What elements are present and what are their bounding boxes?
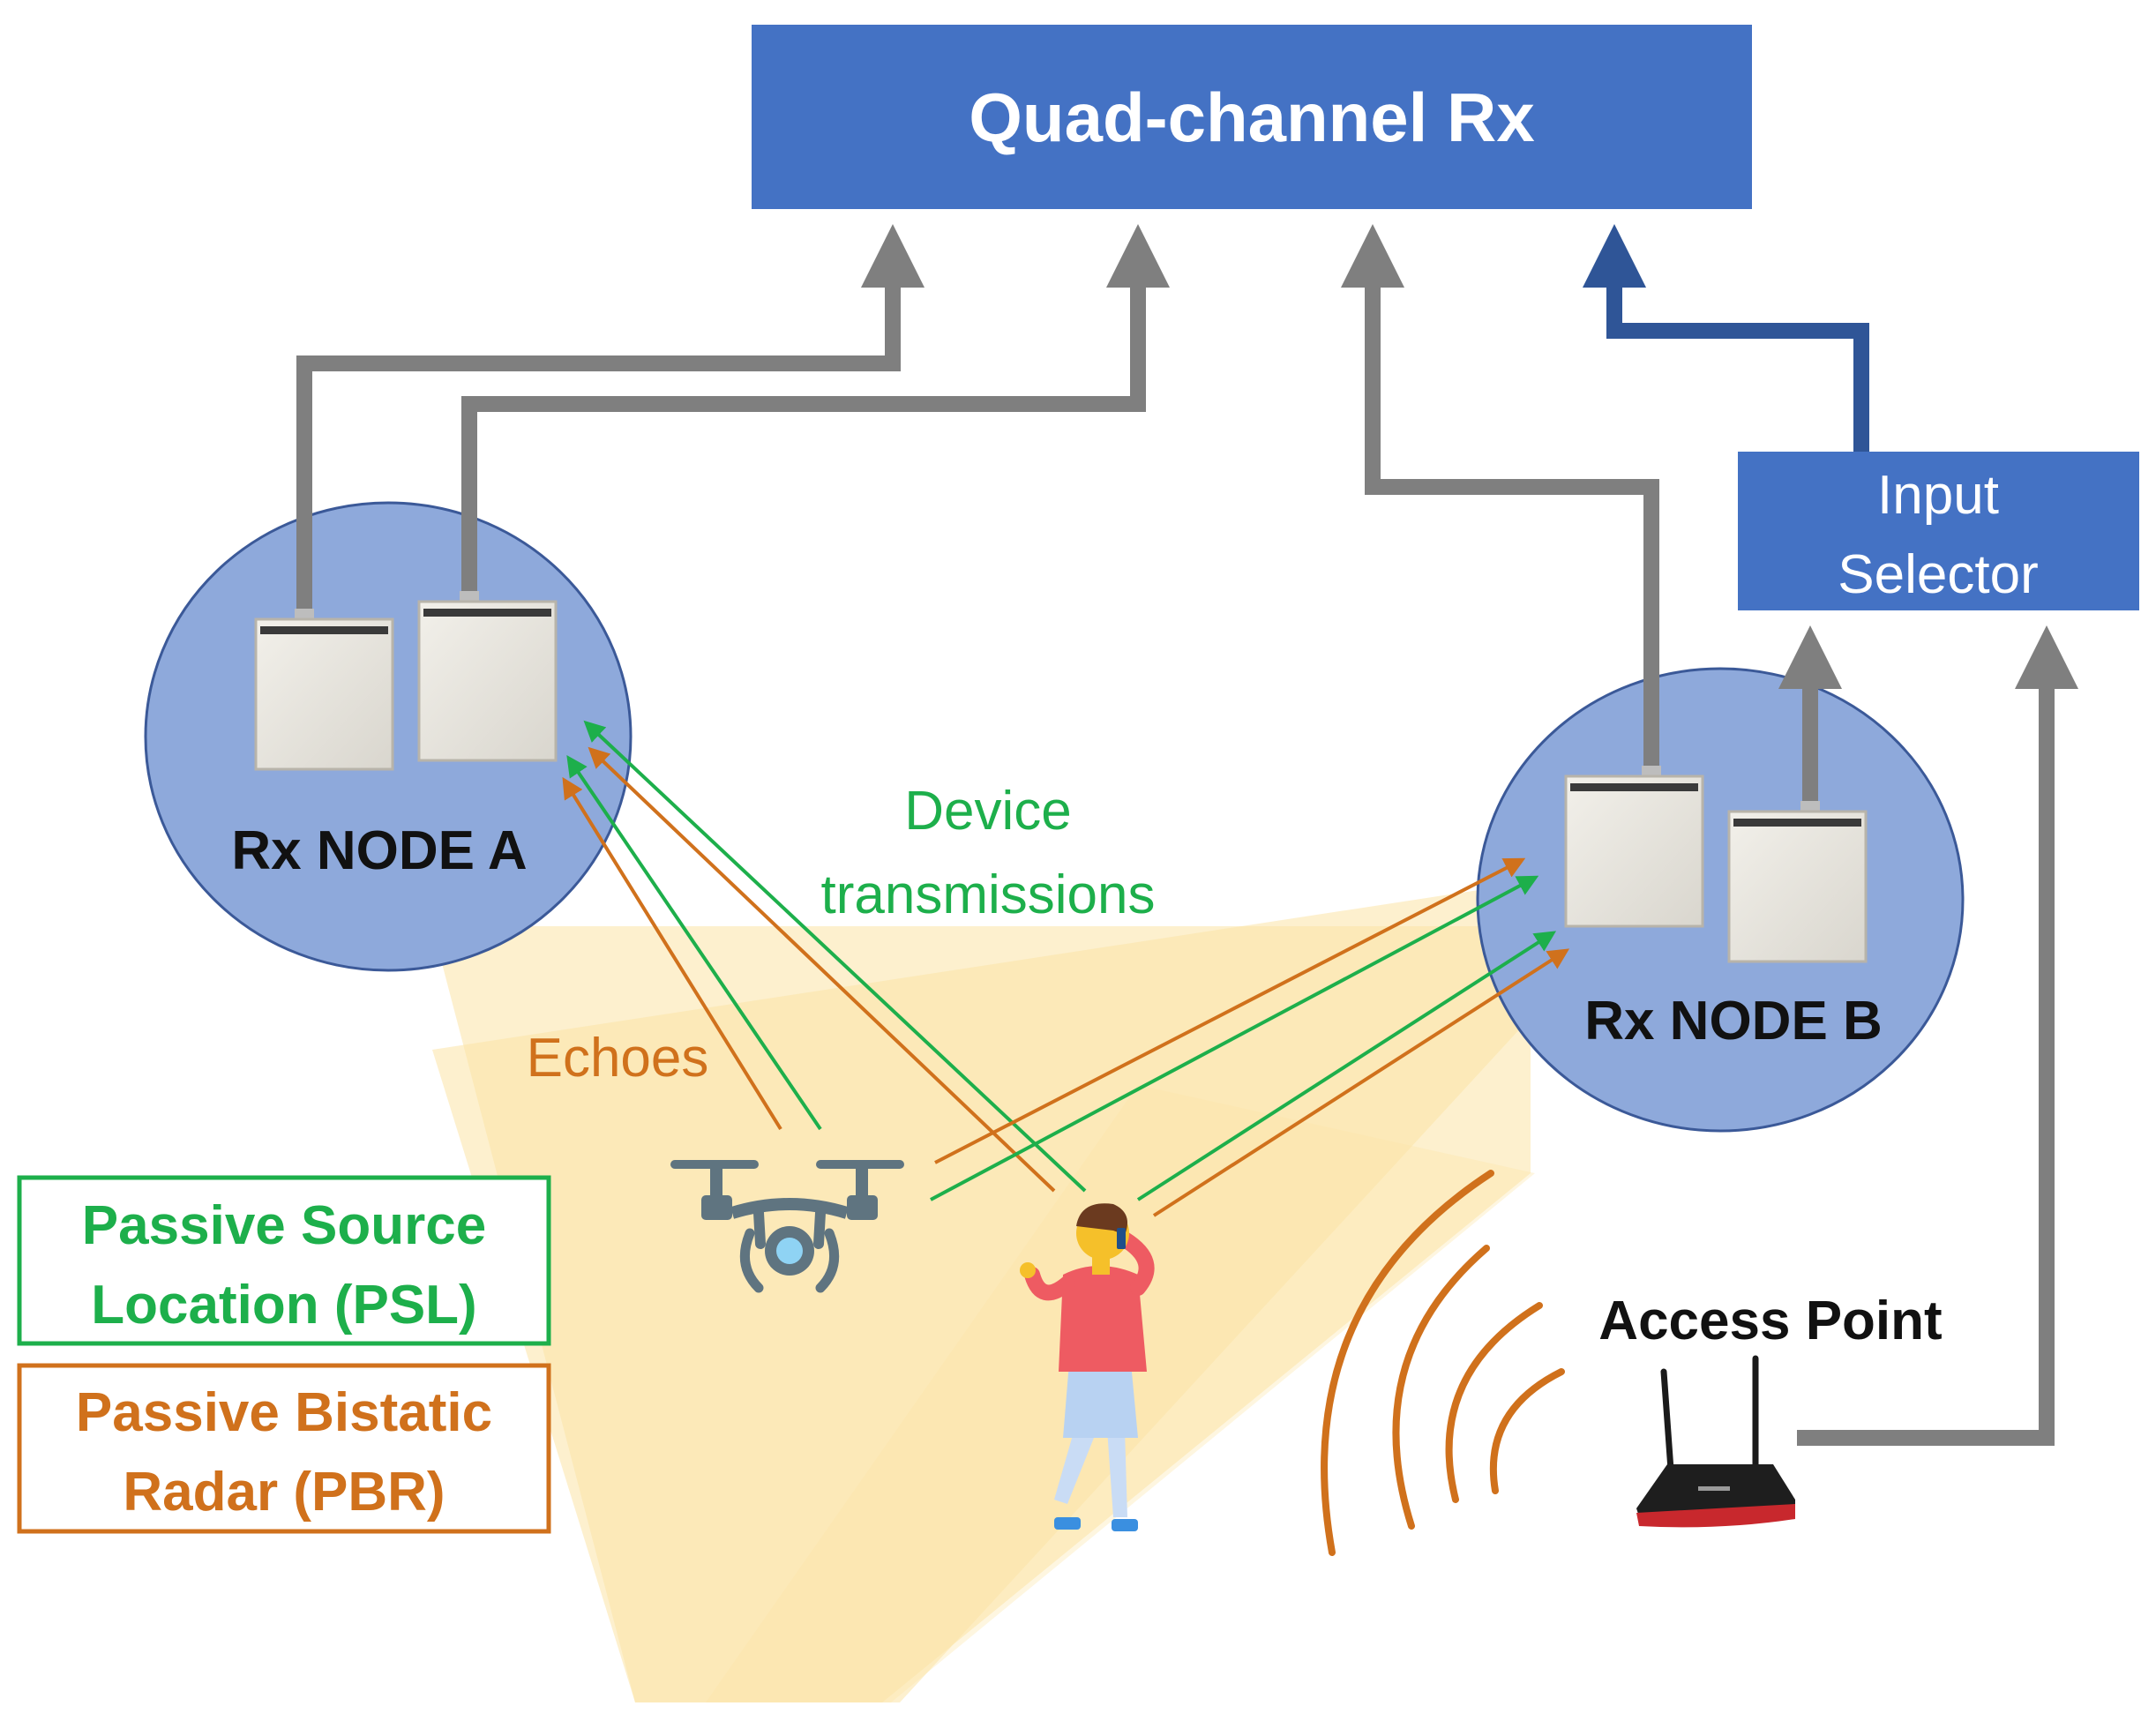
coverage-beams xyxy=(432,882,1614,1702)
signal-waves-icon xyxy=(1321,1170,1565,1556)
person-phone-icon xyxy=(1020,1203,1155,1531)
legend-psl-line2: Location (PSL) xyxy=(91,1275,476,1336)
pbr-drone-to-b xyxy=(934,857,1526,1164)
pbr-person-to-a xyxy=(588,746,1056,1193)
psl-person-to-b xyxy=(1136,931,1557,1201)
quad-channel-rx-box: Quad-channel Rx xyxy=(752,25,1752,209)
beam-node-b xyxy=(432,882,1531,1702)
legend-pbr: Passive Bistatic Radar (PBR) xyxy=(17,1363,551,1534)
antenna-a1 xyxy=(254,609,394,771)
psl-drone-to-a xyxy=(566,755,822,1131)
link-a2 xyxy=(461,224,1170,595)
legend-pbr-line2: Radar (PBR) xyxy=(123,1462,445,1523)
drone-icon xyxy=(670,1160,904,1293)
input-selector-box: Input Selector xyxy=(1738,452,2139,610)
psl-person-to-a xyxy=(583,720,1087,1193)
antenna-b2 xyxy=(1727,801,1868,963)
rx-node-b-circle xyxy=(1476,667,1965,1133)
link-a1 xyxy=(296,224,925,613)
legend-psl: Passive Source Location (PSL) xyxy=(17,1175,551,1346)
link-selector-to-rx xyxy=(1583,224,1869,452)
antenna-a2 xyxy=(417,591,558,762)
router-icon xyxy=(1636,1355,1795,1528)
quad-channel-rx-title: Quad-channel Rx xyxy=(969,79,1534,156)
signal-arrows xyxy=(562,720,1570,1217)
input-selector-line1: Input xyxy=(1877,465,1999,526)
link-ap xyxy=(1797,625,2078,1446)
legend-pbr-line1: Passive Bistatic xyxy=(76,1382,492,1443)
pbr-person-to-b xyxy=(1152,948,1570,1217)
rx-node-b-label: Rx NODE B xyxy=(1584,991,1883,1051)
access-point-label: Access Point xyxy=(1598,1291,1942,1351)
input-selector-line2: Selector xyxy=(1838,544,2038,605)
legend-psl-line1: Passive Source xyxy=(82,1195,486,1256)
pbr-drone-to-a xyxy=(562,776,782,1131)
antenna-b1 xyxy=(1564,766,1704,928)
device-transmissions-line2: transmissions xyxy=(821,864,1156,925)
device-transmissions-line1: Device xyxy=(904,781,1072,842)
rx-node-a-label: Rx NODE A xyxy=(231,820,527,881)
antenna-links xyxy=(296,224,2078,1446)
link-b1 xyxy=(1341,224,1659,767)
antenna-panel-icon xyxy=(254,591,1868,963)
echoes-label: Echoes xyxy=(527,1028,709,1089)
psl-drone-to-b xyxy=(930,875,1539,1201)
